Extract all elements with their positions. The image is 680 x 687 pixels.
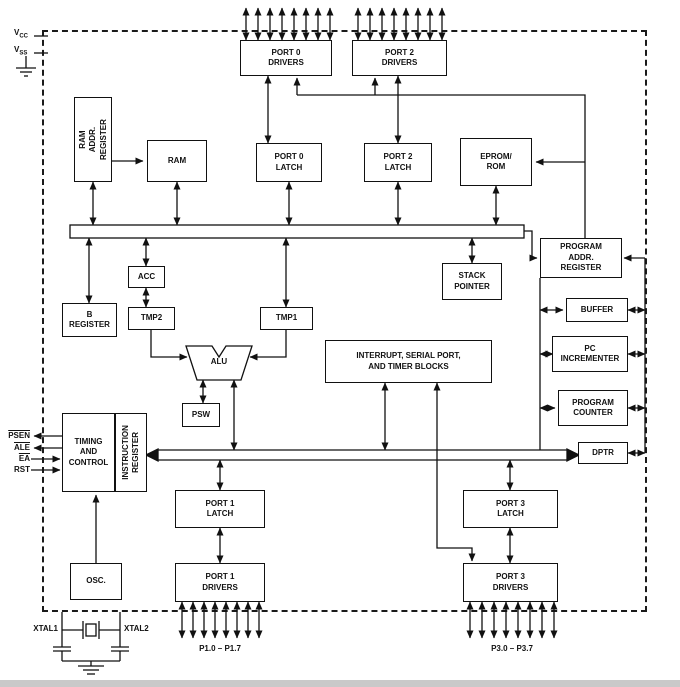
- port0-pin-arrows: [242, 7, 334, 41]
- block-alu-label: ALU: [210, 356, 228, 366]
- block-interrupt-serial-timer: INTERRUPT, SERIAL PORT, AND TIMER BLOCKS: [325, 340, 492, 383]
- port3-pin-arrows: [466, 601, 558, 639]
- internal-bus-upper: [69, 224, 525, 239]
- block-program-counter-label: PROGRAM COUNTER: [572, 397, 614, 417]
- block-port2-drivers-label: PORT 2 DRIVERS: [381, 47, 418, 67]
- pin-vss-label: VSS: [14, 45, 27, 57]
- block-instruction-register: INSTRUCTION REGISTER: [115, 413, 147, 492]
- block-instruction-register-label: INSTRUCTION REGISTER: [120, 425, 141, 480]
- pin-xtal1-label: XTAL1: [33, 624, 58, 633]
- block-port3-drivers-label: PORT 3 DRIVERS: [492, 572, 529, 592]
- block-acc-label: ACC: [137, 271, 156, 281]
- pin-xtal2-label: XTAL2: [124, 624, 149, 633]
- block-port3-latch: PORT 3 LATCH: [463, 490, 558, 528]
- block-eprom-rom-label: EPROM/ ROM: [480, 151, 512, 171]
- block-port0-drivers: PORT 0 DRIVERS: [240, 40, 332, 76]
- block-pc-incrementer: PC INCREMENTER: [552, 336, 628, 372]
- pin-psen-label: PSEN: [8, 431, 30, 440]
- block-dptr-label: DPTR: [592, 447, 614, 457]
- block-psw: PSW: [182, 403, 220, 427]
- block-b-register: B REGISTER: [62, 303, 117, 337]
- bottom-edge-strip: [0, 680, 680, 687]
- chip-boundary-dashed-border: [42, 30, 647, 612]
- control-pin-arrows: [31, 432, 62, 474]
- block-timing-and-control: TIMING AND CONTROL: [62, 413, 115, 492]
- block-tmp1: TMP1: [260, 307, 313, 330]
- block-port0-latch-label: PORT 0 LATCH: [274, 152, 304, 172]
- block-eprom-rom: EPROM/ ROM: [460, 138, 532, 186]
- block-port1-drivers-label: PORT 1 DRIVERS: [202, 572, 238, 592]
- block-tmp2: TMP2: [128, 307, 175, 330]
- pin-vss-main: V: [14, 45, 20, 54]
- block-tmp2-label: TMP2: [140, 313, 163, 323]
- block-program-addr-register-label: PROGRAM ADDR. REGISTER: [560, 242, 602, 273]
- block-psw-label: PSW: [191, 409, 211, 419]
- block-dptr: DPTR: [578, 442, 628, 464]
- block-port1-latch-label: PORT 1 LATCH: [205, 498, 235, 518]
- block-port2-latch-label: PORT 2 LATCH: [383, 152, 413, 172]
- pin-vcc-main: V: [14, 28, 20, 37]
- block-osc-label: OSC.: [86, 576, 106, 586]
- block-b-register-label: B REGISTER: [69, 309, 110, 329]
- pin-vss-sub: SS: [19, 50, 28, 57]
- block-stack-pointer: STACK POINTER: [442, 263, 502, 300]
- block-program-counter: PROGRAM COUNTER: [558, 390, 628, 426]
- block-program-addr-register: PROGRAM ADDR. REGISTER: [540, 238, 622, 278]
- block-port2-latch: PORT 2 LATCH: [364, 143, 432, 182]
- block-port3-latch-label: PORT 3 LATCH: [496, 498, 525, 518]
- port1-range-label: P1.0 – P1.7: [199, 644, 241, 653]
- block-port2-drivers: PORT 2 DRIVERS: [352, 40, 447, 76]
- block-port1-drivers: PORT 1 DRIVERS: [175, 563, 265, 602]
- block-ram-label: RAM: [167, 155, 187, 165]
- pin-ale-label: ALE: [14, 443, 30, 452]
- block-port0-drivers-label: PORT 0 DRIVERS: [268, 47, 304, 67]
- block-interrupt-serial-timer-label: INTERRUPT, SERIAL PORT, AND TIMER BLOCKS: [356, 351, 461, 371]
- block-ram-addr-register: RAM ADDR. REGISTER: [74, 97, 112, 182]
- right-register-rails: [539, 254, 646, 457]
- port3-range-label: P3.0 – P3.7: [491, 644, 533, 653]
- pin-rst-label: RST: [14, 465, 30, 474]
- port2-pin-arrows: [354, 7, 446, 41]
- crystal-circuit: [53, 612, 129, 675]
- block-ram-addr-register-label: RAM ADDR. REGISTER: [77, 119, 108, 160]
- block-alu: ALU: [193, 350, 245, 374]
- pin-ea-label: EA: [18, 454, 30, 463]
- pin-vcc-sub: CC: [19, 33, 29, 40]
- pin-vcc-label: VCC: [14, 28, 28, 40]
- internal-bus-lower: [144, 447, 581, 463]
- program-address-wire: [293, 77, 586, 238]
- block-buffer-label: BUFFER: [580, 304, 614, 314]
- block-tmp1-label: TMP1: [275, 313, 298, 323]
- block-port1-latch: PORT 1 LATCH: [175, 490, 265, 528]
- block-timing-and-control-label: TIMING AND CONTROL: [68, 436, 109, 467]
- block-ram: RAM: [147, 140, 207, 182]
- block-port0-latch: PORT 0 LATCH: [256, 143, 322, 182]
- block-pc-incrementer-label: PC INCREMENTER: [560, 343, 620, 363]
- block-port3-drivers: PORT 3 DRIVERS: [463, 563, 558, 602]
- block-osc: OSC.: [70, 563, 122, 600]
- power-pins-symbol: [16, 35, 48, 77]
- block-acc: ACC: [128, 266, 165, 288]
- block-stack-pointer-label: STACK POINTER: [454, 271, 490, 291]
- port1-pin-arrows: [178, 601, 263, 639]
- block-buffer: BUFFER: [566, 298, 628, 322]
